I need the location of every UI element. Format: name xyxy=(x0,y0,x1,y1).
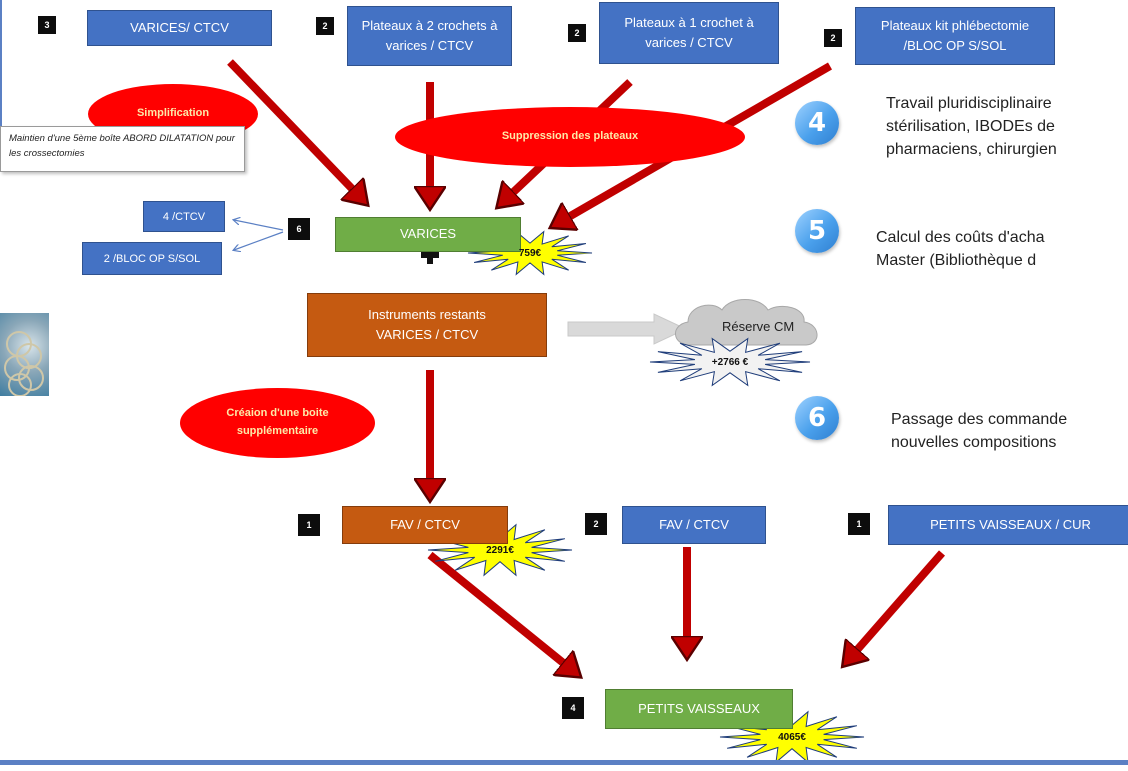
arrow-varices-ctcv xyxy=(227,59,360,197)
box-instruments-restants: Instruments restants VARICES / CTCV xyxy=(307,293,547,357)
step-text: Calcul des coûts d'acha Master (Biblioth… xyxy=(876,229,1045,270)
ellipse-creation-boite: Créaion d'une boite supplémentaire xyxy=(180,388,375,458)
box-varices: VARICES xyxy=(335,217,521,252)
count-badge: 1 xyxy=(848,513,870,535)
ellipse-label: Créaion d'une boite supplémentaire xyxy=(226,407,329,437)
count-badge: 2 xyxy=(568,24,586,42)
star-burst-icon xyxy=(649,337,811,387)
box-label: Instruments restants VARICES / CTCV xyxy=(368,306,486,342)
cost-label-reserve: +2766 € xyxy=(711,356,749,368)
box-fav-ctcv-mid: FAV / CTCV xyxy=(622,506,766,544)
plus-icon xyxy=(421,246,439,264)
count-badge: 1 xyxy=(298,514,320,536)
reserve-cm-label: Réserve CM xyxy=(722,319,795,334)
box-label: Plateaux à 2 crochets à varices / CTCV xyxy=(361,17,498,53)
count-badge: 2 xyxy=(824,29,842,47)
step-badge-icon: 6 xyxy=(795,396,839,440)
cost-label-fav: 2291€ xyxy=(486,544,514,556)
box-label: Plateaux kit phlébectomie /BLOC OP S/SOL xyxy=(880,17,1030,53)
split-arrows xyxy=(234,220,284,250)
ellipse-suppression-plateaux: Suppression des plateaux xyxy=(395,107,745,167)
box-label: Plateaux à 1 crochet à varices / CTCV xyxy=(624,14,754,50)
cost-label-petits: 4065€ xyxy=(778,731,806,743)
box-plateaux-kit-phlebectomie: Plateaux kit phlébectomie /BLOC OP S/SOL xyxy=(855,7,1055,65)
count-badge: 6 xyxy=(288,218,310,240)
box-2-bloc-op: 2 /BLOC OP S/SOL xyxy=(82,242,222,275)
count-badge: 4 xyxy=(562,697,584,719)
step-text: Travail pluridisciplinaire stérilisation… xyxy=(886,95,1057,159)
star-burst-icon xyxy=(719,710,865,764)
star-burst-icon xyxy=(427,523,573,577)
box-petits-vaisseaux: PETITS VAISSEAUX xyxy=(605,689,793,729)
note-maintien-boite: Maintien d'une 5ème boîte ABORD DILATATI… xyxy=(0,126,245,172)
step-badge-icon: 4 xyxy=(795,101,839,145)
instrument-photo xyxy=(0,313,49,396)
box-petits-vaisseaux-cur: PETITS VAISSEAUX / CUR xyxy=(888,505,1128,545)
star-burst-icon xyxy=(467,230,593,276)
arrow-petits-right xyxy=(850,550,946,658)
box-varices-ctcv-top: VARICES/ CTCV xyxy=(87,10,272,46)
grey-arrow xyxy=(567,313,688,345)
box-fav-ctcv-left: FAV / CTCV xyxy=(342,506,508,544)
bottom-divider xyxy=(0,760,1128,765)
step-badge-icon: 5 xyxy=(795,209,839,253)
count-badge: 3 xyxy=(38,16,56,34)
cost-label-varices: 759€ xyxy=(518,247,542,259)
count-badge: 2 xyxy=(316,17,334,35)
arrow-fav-left-petits xyxy=(427,551,572,670)
cloud-icon xyxy=(675,299,818,346)
box-4-ctcv: 4 /CTCV xyxy=(143,201,225,232)
star-bursts xyxy=(427,230,865,764)
box-plateaux-2-crochets: Plateaux à 2 crochets à varices / CTCV xyxy=(347,6,512,66)
count-badge: 2 xyxy=(585,513,607,535)
box-plateaux-1-crochet: Plateaux à 1 crochet à varices / CTCV xyxy=(599,2,779,64)
left-frame-line xyxy=(0,0,2,130)
step-text: Passage des commande nouvelles compositi… xyxy=(891,411,1068,452)
